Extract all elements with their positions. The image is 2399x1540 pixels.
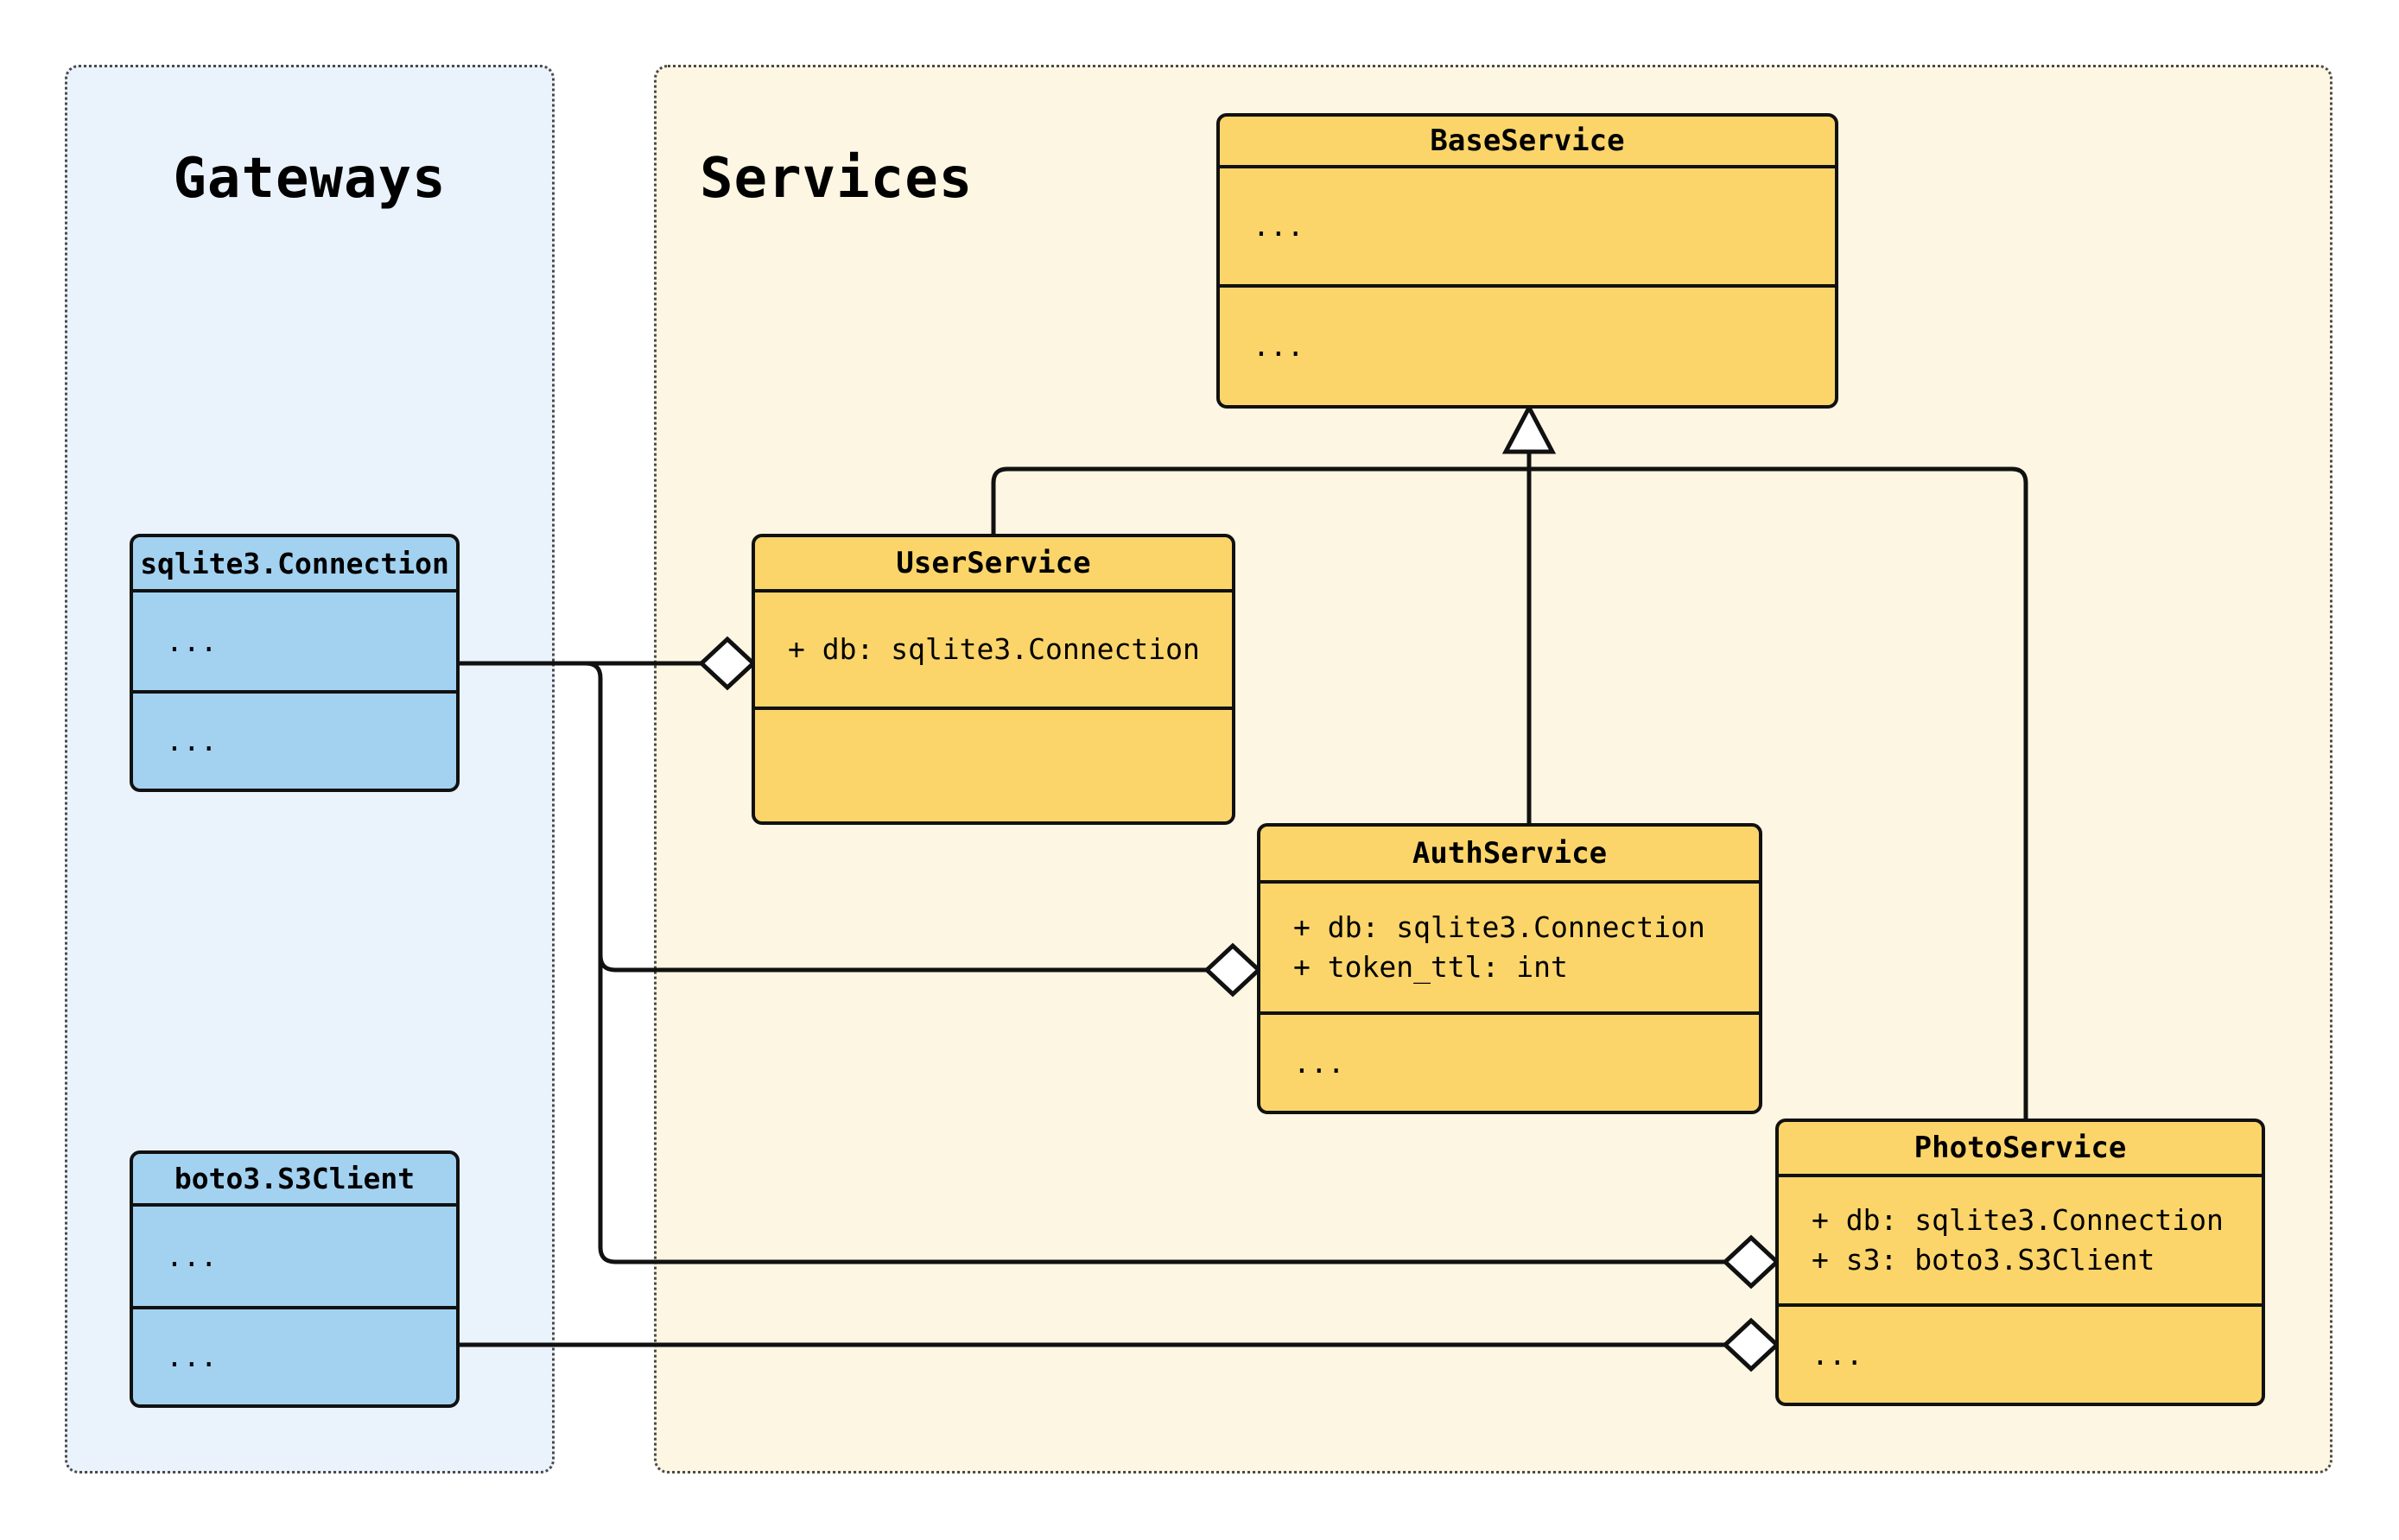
aggregation-diamond-user-db [698,636,757,691]
class-box-userservice: UserService + db: sqlite3.Connection [752,534,1235,825]
method-line: ... [1812,1337,1863,1372]
class-attributes-photoservice: + db: sqlite3.Connection + s3: boto3.S3C… [1779,1177,2262,1307]
aggregation-line-sqlite-branch [585,661,1725,1264]
class-attributes-baseservice: ... [1220,168,1835,288]
method-line: ... [1293,1045,1345,1080]
inheritance-line-user-base [991,466,2028,1119]
class-attributes-boto3-s3client: ... [133,1207,456,1309]
class-box-authservice: AuthService + db: sqlite3.Connection + t… [1257,823,1762,1114]
attribute-line: + db: sqlite3.Connection [788,632,1200,666]
attribute-line: + token_ttl: int [1293,950,1568,984]
class-attributes-authservice: + db: sqlite3.Connection + token_ttl: in… [1260,884,1759,1015]
services-panel-title: Services [700,147,974,211]
class-methods-sqlite3-connection: ... [133,694,456,789]
aggregation-diamond-photo-db [1722,1234,1780,1290]
class-methods-boto3-s3client: ... [133,1309,456,1404]
class-box-sqlite3-connection: sqlite3.Connection ... ... [130,534,460,792]
inheritance-triangle-icon [1501,402,1557,454]
attribute-line: ... [166,624,218,658]
class-methods-photoservice: ... [1779,1307,2262,1403]
class-title-photoservice: PhotoService [1779,1122,2262,1177]
class-box-baseservice: BaseService ... ... [1216,113,1838,409]
attribute-line: ... [166,1239,218,1273]
method-line: ... [166,724,218,757]
class-methods-baseservice: ... [1220,288,1835,405]
method-line: ... [1253,329,1304,363]
gateways-panel-title: Gateways [173,147,447,211]
attribute-line: + s3: boto3.S3Client [1812,1243,2155,1277]
attribute-line: + db: sqlite3.Connection [1812,1203,2224,1237]
class-methods-userservice [755,710,1232,821]
class-title-authservice: AuthService [1260,827,1759,884]
class-attributes-userservice: + db: sqlite3.Connection [755,593,1232,710]
class-title-userservice: UserService [755,537,1232,593]
class-box-boto3-s3client: boto3.S3Client ... ... [130,1150,460,1408]
aggregation-diamond-photo-s3 [1722,1317,1780,1372]
attribute-line: ... [1253,209,1304,243]
class-title-baseservice: BaseService [1220,117,1835,168]
aggregation-diamond-auth-db [1203,942,1262,998]
class-title-sqlite3-connection: sqlite3.Connection [133,537,456,593]
attribute-line: + db: sqlite3.Connection [1293,910,1705,944]
method-line: ... [166,1340,218,1373]
class-title-boto3-s3client: boto3.S3Client [133,1154,456,1207]
class-methods-authservice: ... [1260,1015,1759,1111]
aggregation-line-sqlite-auth [598,954,1207,973]
class-box-photoservice: PhotoService + db: sqlite3.Connection + … [1775,1119,2265,1406]
class-attributes-sqlite3-connection: ... [133,593,456,694]
